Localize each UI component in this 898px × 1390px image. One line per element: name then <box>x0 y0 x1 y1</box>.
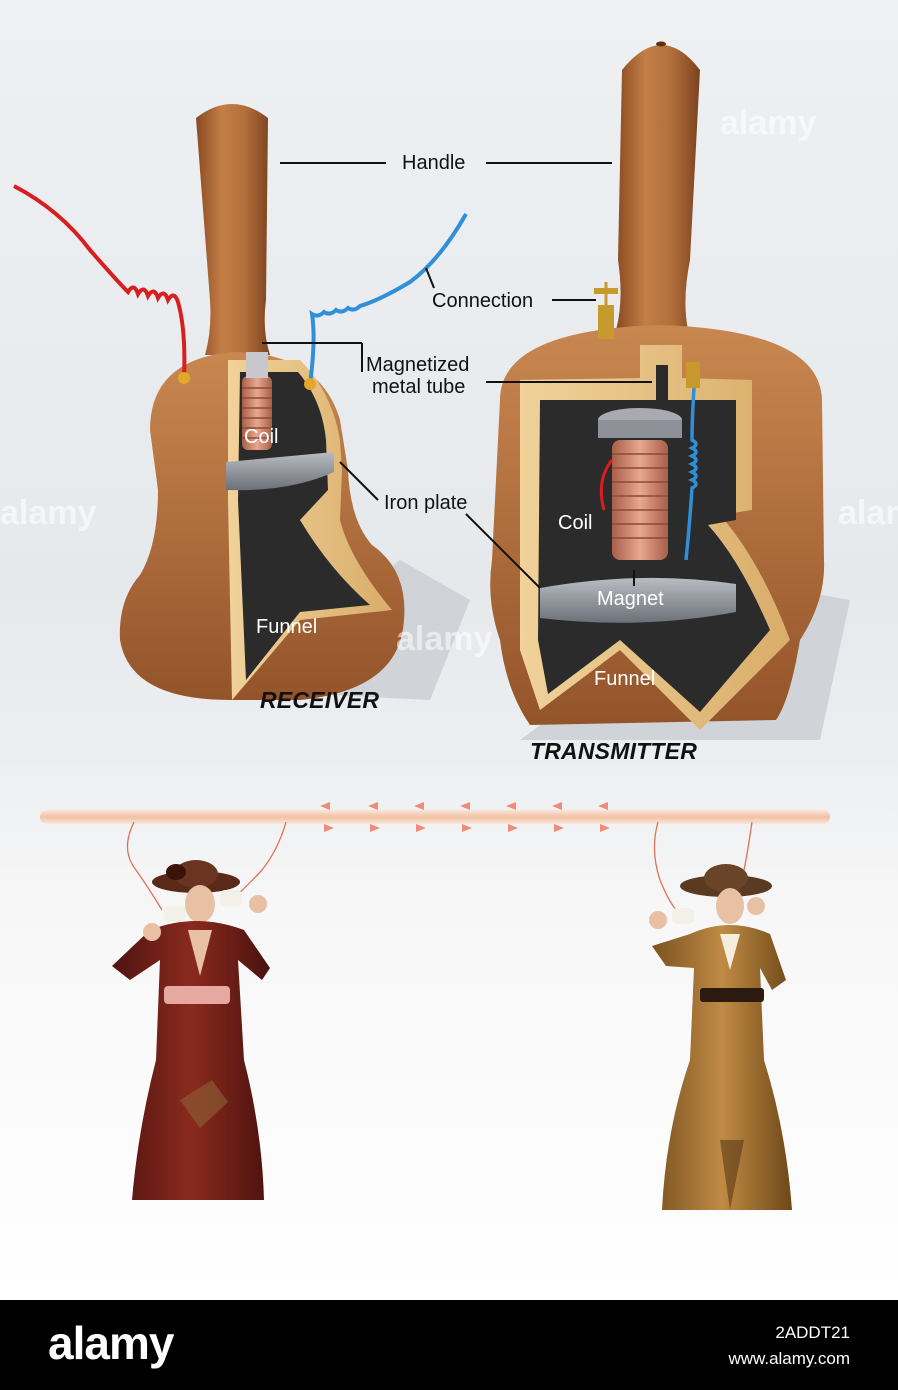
watermark-top-right: alamy <box>720 104 817 142</box>
receiver-funnel-label: Funnel <box>256 616 318 638</box>
transmitter-iron-plate <box>540 577 736 623</box>
right-cord <box>653 821 677 911</box>
connecting-cable <box>40 810 830 824</box>
watermark-center: alamy <box>396 620 493 658</box>
receiver-terminal-left <box>178 372 190 384</box>
footer-image-id: 2ADDT21 <box>775 1323 850 1342</box>
transmitter-magnet-top <box>598 420 682 438</box>
receiver-magnetized-tube <box>246 352 268 378</box>
footer-site: www.alamy.com <box>728 1349 850 1368</box>
magnetized-tube-label-line1: Magnetized <box>366 354 470 376</box>
footer-logo: alamy <box>48 1317 174 1369</box>
receiver-cavity <box>238 372 370 680</box>
handle-label: Handle <box>402 152 466 174</box>
connection-label: Connection <box>432 290 534 312</box>
transmitter-title: TRANSMITTER <box>530 738 698 764</box>
signal-arrows-left <box>320 802 608 810</box>
receiver-terminal-right <box>304 378 316 390</box>
receiver-handle <box>196 104 270 355</box>
transmitter-blue-wire <box>684 387 698 561</box>
receiver-coil <box>242 376 272 450</box>
woman-left-figure <box>112 860 270 1200</box>
receiver-blue-wire <box>308 213 468 385</box>
left-cord <box>126 821 163 911</box>
receiver-red-wire <box>13 184 187 379</box>
transmitter-funnel-label: Funnel <box>594 668 656 690</box>
receiver-assembly <box>13 104 470 700</box>
stock-footer-bar: alamy 2ADDT21 www.alamy.com <box>0 1300 898 1390</box>
transmitter-terminal-right <box>686 362 700 388</box>
magnetized-tube-label-line2: metal tube <box>372 376 466 398</box>
woman-right-figure <box>649 864 792 1210</box>
watermark-left: alamy <box>0 494 97 532</box>
receiver-title: RECEIVER <box>260 687 380 713</box>
transmitter-connection-post <box>598 305 614 339</box>
receiver-iron-plate <box>226 452 334 491</box>
magnet-label: Magnet <box>597 588 664 610</box>
transmitter-coil-windings <box>612 453 668 539</box>
footer-info: 2ADDT21 www.alamy.com <box>728 1320 850 1372</box>
transmitter-red-wire <box>599 459 614 511</box>
illustration-canvas: alamy alamy alamy alamy Handle Connectio… <box>0 0 898 1300</box>
receiver-coil-label: Coil <box>244 426 279 448</box>
transmitter-handle <box>616 45 700 330</box>
signal-arrows-right <box>324 824 610 832</box>
transmitter-handle-hole <box>656 41 666 47</box>
transmitter-assembly <box>280 41 850 740</box>
receiver-coil-windings <box>242 387 272 439</box>
watermark-right: alamy <box>838 494 898 532</box>
transmitter-coil-label: Coil <box>558 512 593 534</box>
iron-plate-label: Iron plate <box>384 492 468 514</box>
transmitter-coil <box>612 440 668 560</box>
telephone-diagram <box>13 41 850 1210</box>
